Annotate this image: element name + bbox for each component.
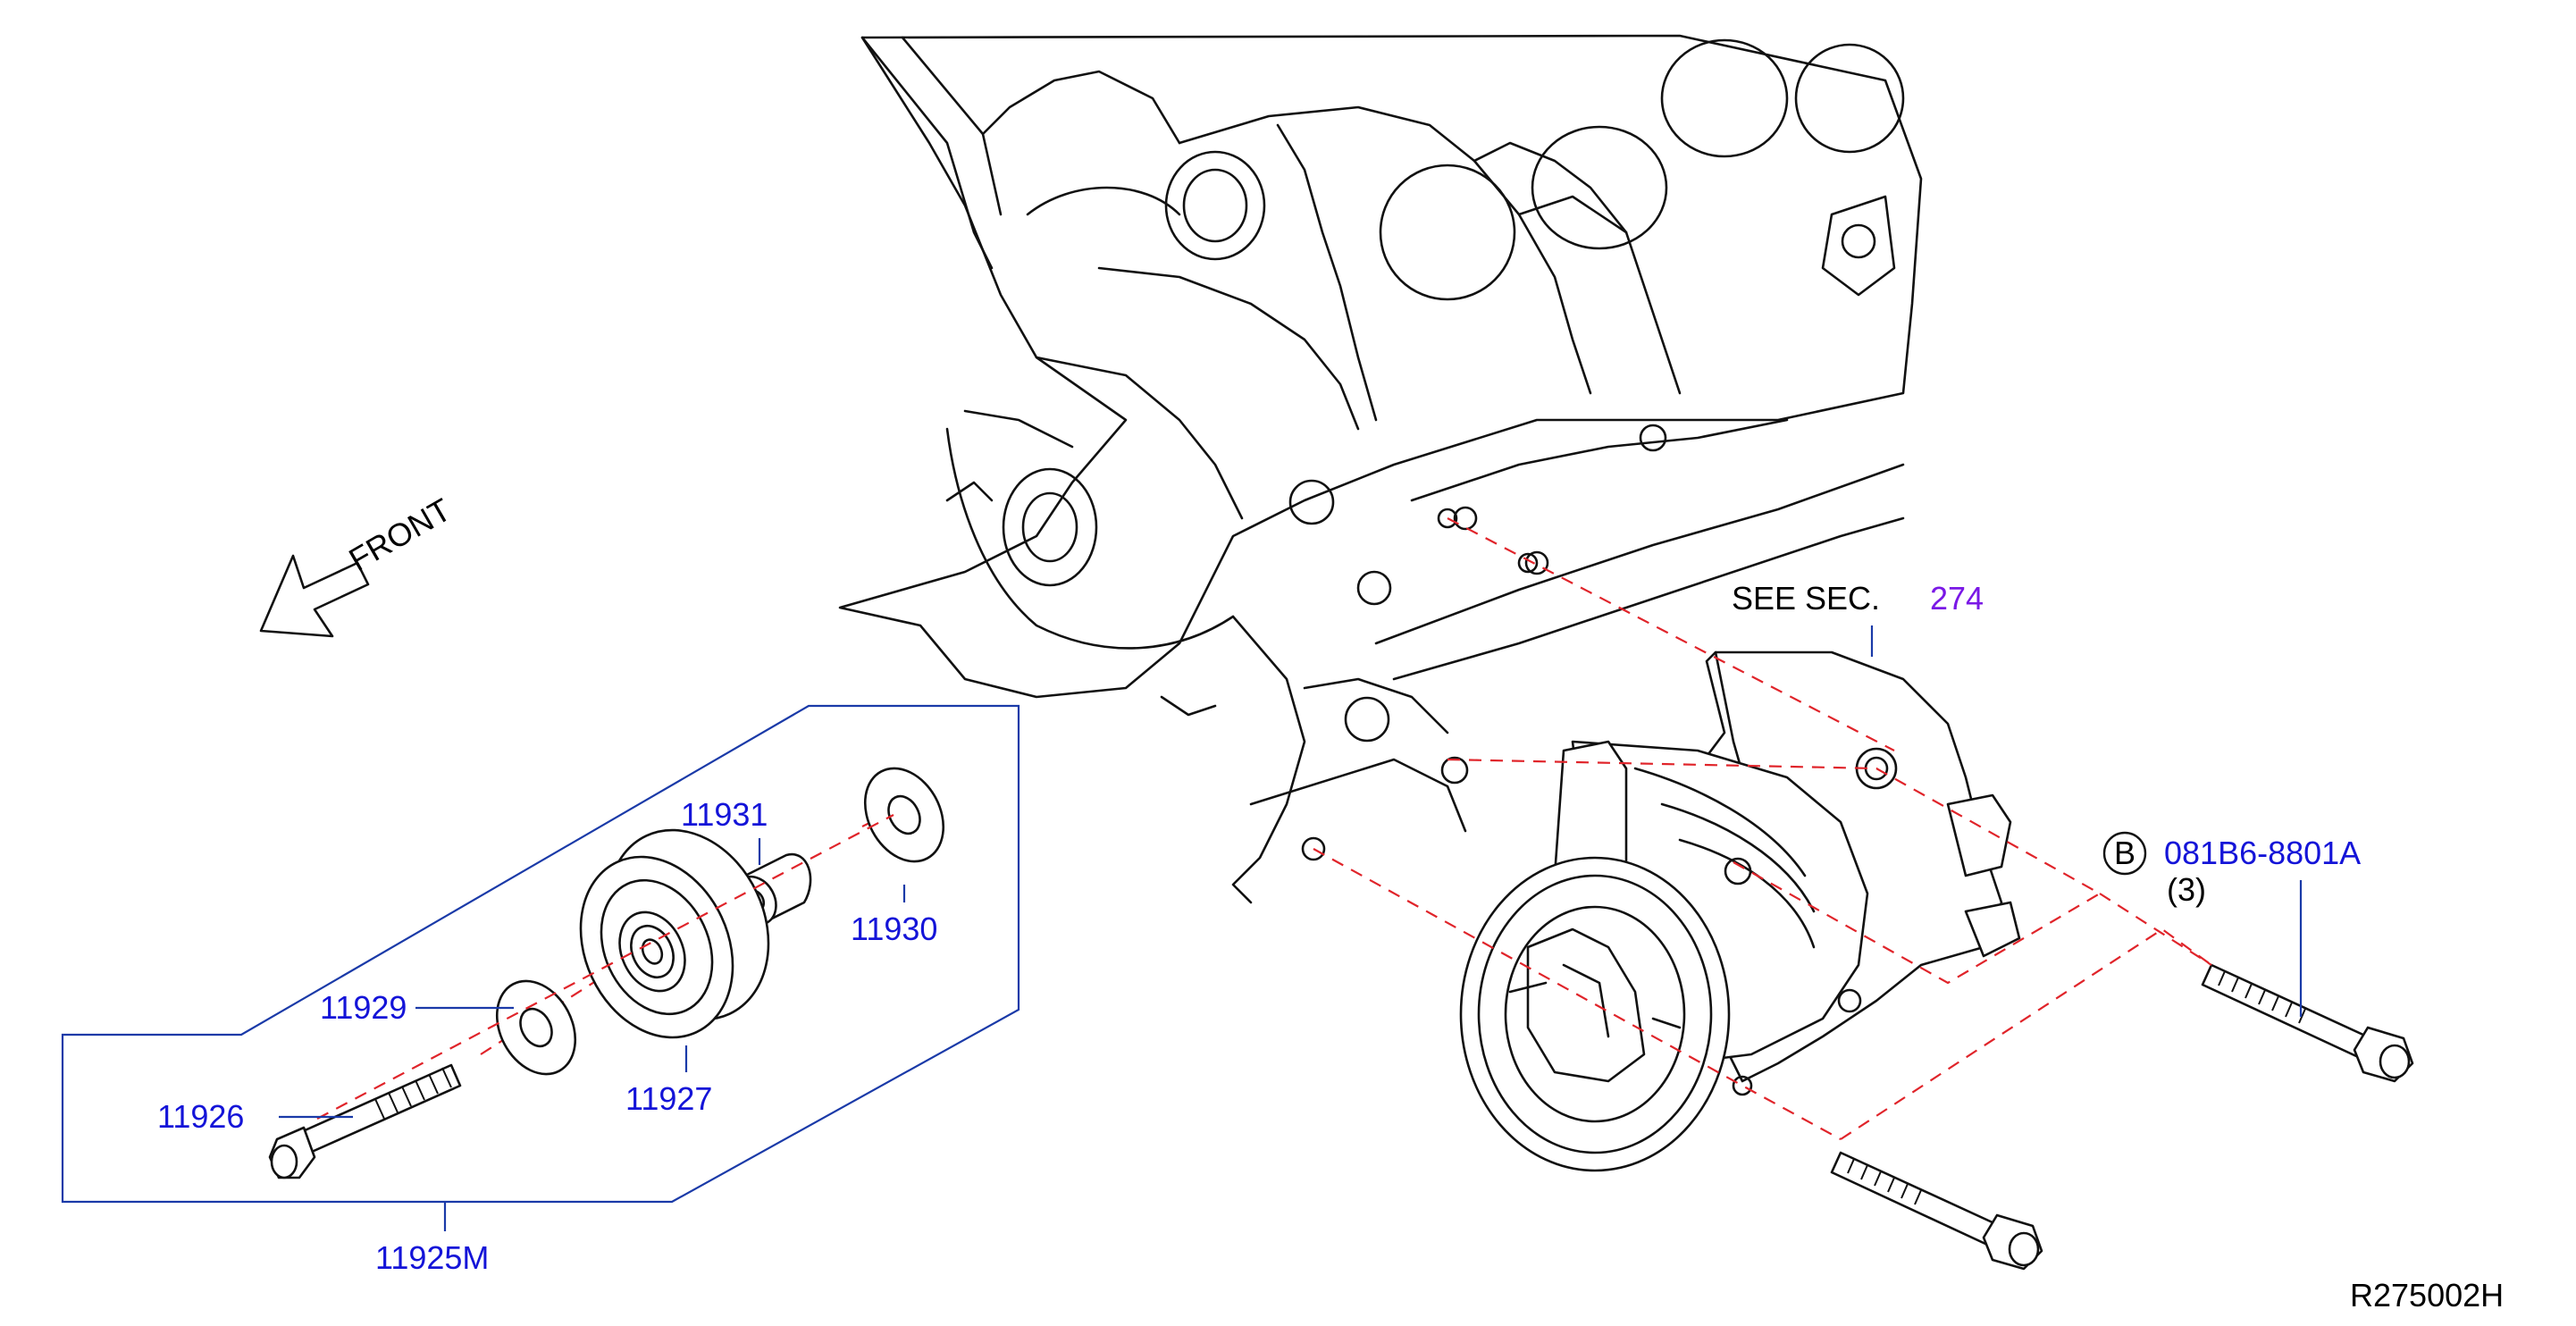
part-label-11929: 11929 xyxy=(320,989,407,1026)
engine-block-illustration xyxy=(838,34,1923,904)
part-label-11931: 11931 xyxy=(681,796,768,833)
compressor-bolt-upper xyxy=(2201,963,2414,1083)
idler-pulley-11927-illustration xyxy=(579,828,770,1039)
front-direction-arrow-icon xyxy=(259,554,370,638)
ac-compressor-illustration xyxy=(1459,650,2021,1172)
bolt-11926-illustration xyxy=(268,1063,462,1179)
bolt-quantity: (3) xyxy=(2167,871,2206,908)
kit-11925m-outline xyxy=(61,704,1020,1204)
part-label-11930: 11930 xyxy=(851,911,937,947)
part-label-11927: 11927 xyxy=(625,1080,712,1117)
part-label-11926: 11926 xyxy=(157,1098,244,1135)
label-leader-lines xyxy=(279,625,2303,1119)
bolt-spec-circle xyxy=(2102,831,2147,876)
part-label-11925m: 11925M xyxy=(375,1239,489,1276)
washer-11930-illustration xyxy=(863,767,945,863)
front-label: FRONT xyxy=(343,491,457,578)
bolt-part-number: 081B6-8801A xyxy=(2164,835,2361,871)
kit-axis-guide xyxy=(316,814,894,1120)
washer-11929-illustration xyxy=(495,979,577,1076)
figure-code: R275002H xyxy=(2350,1277,2504,1313)
bolt-spec-letter: B xyxy=(2114,835,2135,871)
section-reference-label: SEE SEC. xyxy=(1732,580,1880,617)
section-reference-number: 274 xyxy=(1930,580,1984,617)
compressor-bolt-lower xyxy=(1830,1151,2043,1271)
